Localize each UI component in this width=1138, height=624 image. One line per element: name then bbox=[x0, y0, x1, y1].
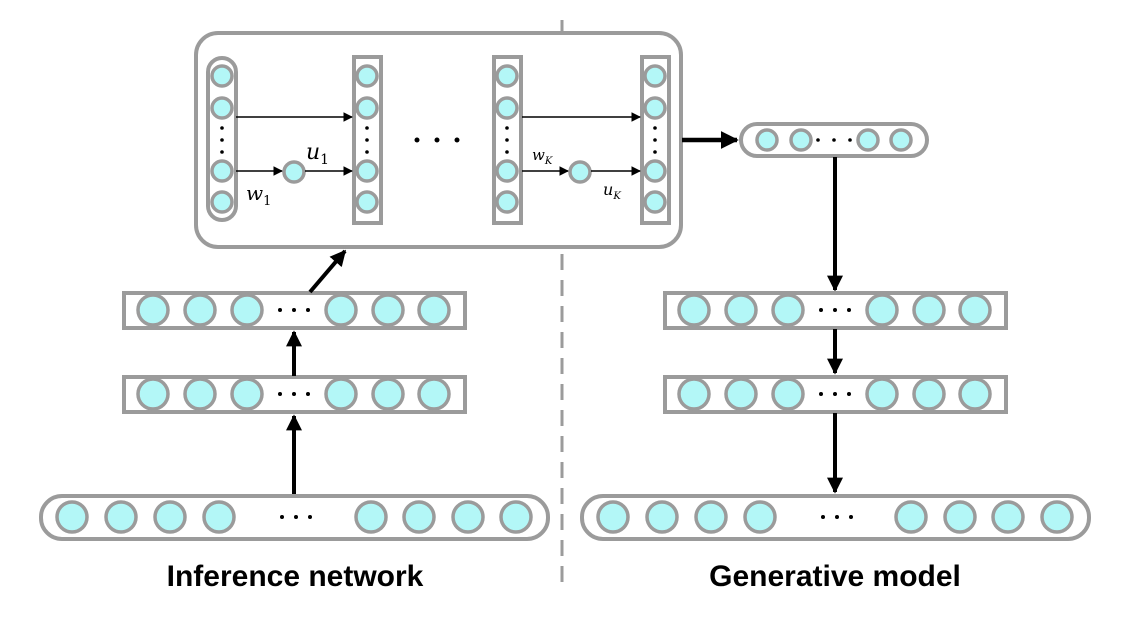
neuron bbox=[355, 159, 379, 183]
generative-hidden-layer-1 bbox=[663, 291, 1008, 330]
neuron bbox=[210, 96, 234, 120]
ellipsis-dots bbox=[816, 138, 852, 142]
flow-scalar-node-1 bbox=[282, 160, 306, 184]
neuron bbox=[495, 96, 519, 120]
latent-layer bbox=[739, 122, 929, 158]
ellipsis-dots bbox=[365, 126, 369, 154]
neuron bbox=[136, 293, 170, 327]
neuron bbox=[402, 500, 436, 534]
neuron bbox=[677, 377, 711, 411]
label-uK: uK bbox=[603, 180, 621, 202]
neuron bbox=[355, 190, 379, 214]
ellipsis-dots bbox=[278, 308, 310, 312]
generative-output-layer bbox=[580, 494, 1091, 541]
flow-scalar-node-k bbox=[568, 160, 592, 184]
neuron bbox=[724, 377, 758, 411]
inference-hidden-layer-2 bbox=[122, 291, 467, 330]
neuron bbox=[183, 377, 217, 411]
neuron bbox=[694, 500, 728, 534]
ellipsis-dots bbox=[280, 515, 312, 519]
ellipsis-dots bbox=[819, 308, 851, 312]
neuron bbox=[210, 159, 234, 183]
label-wK: wK bbox=[532, 146, 553, 167]
neuron bbox=[136, 377, 170, 411]
neuron bbox=[499, 500, 533, 534]
neuron bbox=[451, 500, 485, 534]
neuron bbox=[371, 293, 405, 327]
neuron bbox=[894, 500, 928, 534]
neuron bbox=[643, 190, 667, 214]
neuron bbox=[153, 500, 187, 534]
neuron bbox=[417, 377, 451, 411]
neuron bbox=[771, 377, 805, 411]
neuron bbox=[789, 128, 813, 152]
neuron bbox=[912, 377, 946, 411]
neuron bbox=[743, 500, 777, 534]
neuron bbox=[912, 293, 946, 327]
inference-network-label: Inference network bbox=[167, 560, 424, 593]
neuron bbox=[104, 500, 138, 534]
ellipsis-dots bbox=[505, 126, 509, 154]
neuron bbox=[202, 500, 236, 534]
neuron bbox=[355, 64, 379, 88]
generative-model-label: Generative model bbox=[709, 560, 961, 593]
normalizing-flow-block: w1 u1 wK uK bbox=[194, 31, 683, 249]
neuron bbox=[495, 190, 519, 214]
neuron bbox=[643, 159, 667, 183]
neuron bbox=[417, 293, 451, 327]
neuron bbox=[596, 500, 630, 534]
neuron bbox=[55, 500, 89, 534]
neuron bbox=[324, 293, 358, 327]
neuron bbox=[645, 500, 679, 534]
neuron bbox=[856, 128, 880, 152]
ellipsis-dots bbox=[278, 392, 310, 396]
neuron bbox=[230, 377, 264, 411]
neuron bbox=[771, 293, 805, 327]
neuron bbox=[230, 293, 264, 327]
neuron bbox=[1040, 500, 1074, 534]
ellipsis-dots bbox=[653, 126, 657, 154]
ellipsis-dots bbox=[819, 392, 851, 396]
neuron bbox=[643, 96, 667, 120]
neuron bbox=[643, 64, 667, 88]
neuron bbox=[755, 128, 779, 152]
generative-hidden-layer-2 bbox=[663, 375, 1008, 414]
neuron bbox=[943, 500, 977, 534]
flow-ellipsis bbox=[414, 137, 460, 143]
neuron bbox=[889, 128, 913, 152]
neuron bbox=[958, 377, 992, 411]
neuron bbox=[495, 159, 519, 183]
neuron bbox=[371, 377, 405, 411]
label-u1: u1 bbox=[306, 140, 329, 168]
neuron bbox=[677, 293, 711, 327]
neuron bbox=[495, 64, 519, 88]
label-w1: w1 bbox=[246, 181, 271, 209]
neuron bbox=[958, 293, 992, 327]
neuron bbox=[210, 190, 234, 214]
neuron bbox=[183, 293, 217, 327]
neuron bbox=[354, 500, 388, 534]
ellipsis-dots bbox=[821, 515, 853, 519]
inference-input-layer bbox=[39, 494, 550, 541]
neuron bbox=[355, 96, 379, 120]
neuron bbox=[210, 64, 234, 88]
neuron bbox=[865, 293, 899, 327]
arrow-hidden2-to-flow bbox=[308, 249, 347, 294]
ellipsis-dots bbox=[220, 126, 224, 154]
neuron bbox=[724, 293, 758, 327]
neuron bbox=[865, 377, 899, 411]
inference-hidden-layer-1 bbox=[122, 375, 467, 414]
neuron bbox=[324, 377, 358, 411]
neuron bbox=[991, 500, 1025, 534]
